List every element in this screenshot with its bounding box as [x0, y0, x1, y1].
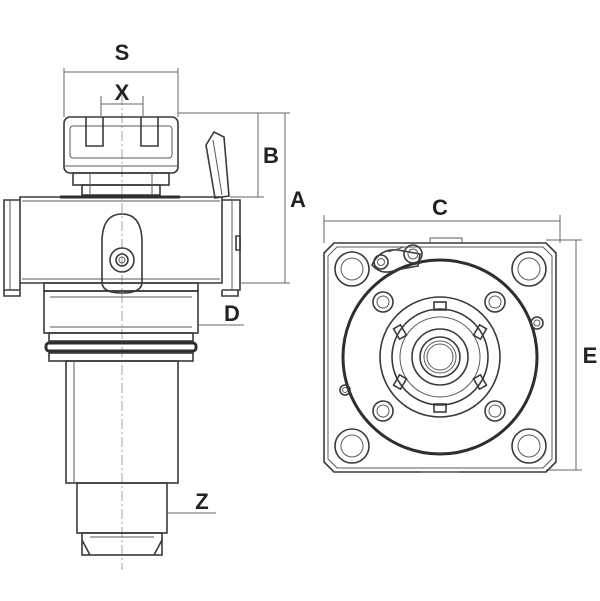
- dimension-e: [546, 239, 582, 471]
- face-ring: [341, 258, 539, 456]
- label-s: S: [115, 40, 130, 65]
- side-view: S X B A D Z: [3, 40, 306, 570]
- label-b: B: [263, 143, 279, 168]
- ring-bolts: [372, 291, 506, 422]
- label-d: D: [224, 301, 240, 326]
- lower-body: [43, 282, 199, 362]
- dimension-c: [323, 215, 561, 243]
- label-z: Z: [195, 489, 208, 514]
- coolant-pipe: [205, 130, 230, 199]
- inner-hub: [391, 301, 489, 413]
- label-c: C: [432, 195, 448, 220]
- dimension-a: [240, 112, 290, 284]
- dimension-b: [178, 112, 264, 198]
- coolant-fitting: [371, 244, 423, 273]
- shank: [65, 360, 179, 556]
- dimension-s: [63, 68, 179, 117]
- dimension-x: [100, 96, 144, 117]
- label-x: X: [115, 80, 130, 105]
- corner-holes: [334, 251, 547, 464]
- collet-nut: [63, 116, 179, 196]
- bolt-circle-ring: [379, 296, 501, 418]
- label-a: A: [290, 187, 306, 212]
- square-flange: [323, 237, 557, 473]
- label-e: E: [583, 343, 598, 368]
- locating-pins: [339, 316, 544, 396]
- front-view: C E: [323, 195, 598, 473]
